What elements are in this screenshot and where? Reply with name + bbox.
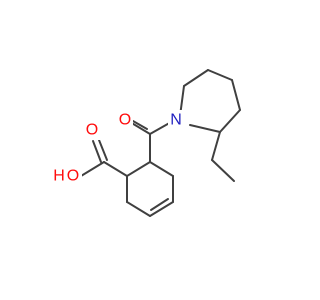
bond-ce-ethyl1 bbox=[211, 131, 221, 161]
bond-c1-c2 bbox=[126, 161, 151, 177]
bond-cacid-o-double-2 bbox=[98, 139, 108, 161]
bond-ca-cb bbox=[183, 69, 209, 87]
nitrogen-bg bbox=[168, 110, 184, 130]
bond-cd-ce bbox=[219, 109, 241, 133]
nitrogen-label: N bbox=[170, 112, 182, 129]
bond-cacid-o-double bbox=[92, 140, 102, 163]
acid-oxygen-bg bbox=[84, 120, 100, 140]
bond-cb-cc bbox=[207, 69, 233, 81]
acid-oxygen-label: O bbox=[86, 122, 98, 139]
carbonyl-oxygen-label: O bbox=[119, 112, 131, 129]
bond-ethyl1-ethyl2 bbox=[211, 159, 235, 182]
bond-cc-cd bbox=[231, 79, 241, 111]
bond-camide-o-double bbox=[129, 121, 151, 135]
bond-c5-c6 bbox=[126, 201, 151, 217]
bond-c4-c5-double-inner bbox=[150, 198, 169, 211]
bond-c2-c3 bbox=[149, 161, 174, 177]
hydroxyl-bg bbox=[52, 166, 82, 186]
bond-ce-n bbox=[189, 124, 221, 133]
bond-camide-o-double-2 bbox=[132, 120, 148, 130]
carbonyl-oxygen-bg bbox=[117, 110, 133, 130]
bond-c1-cacid bbox=[103, 161, 128, 177]
hydroxyl-hydrogen-label: H bbox=[53, 168, 65, 185]
bond-cacid-oh bbox=[80, 161, 105, 177]
hydroxyl-oxygen-label: O bbox=[67, 168, 79, 185]
molecule-diagram: O N O H O bbox=[52, 69, 241, 217]
bond-c4-c5-double bbox=[149, 201, 174, 217]
